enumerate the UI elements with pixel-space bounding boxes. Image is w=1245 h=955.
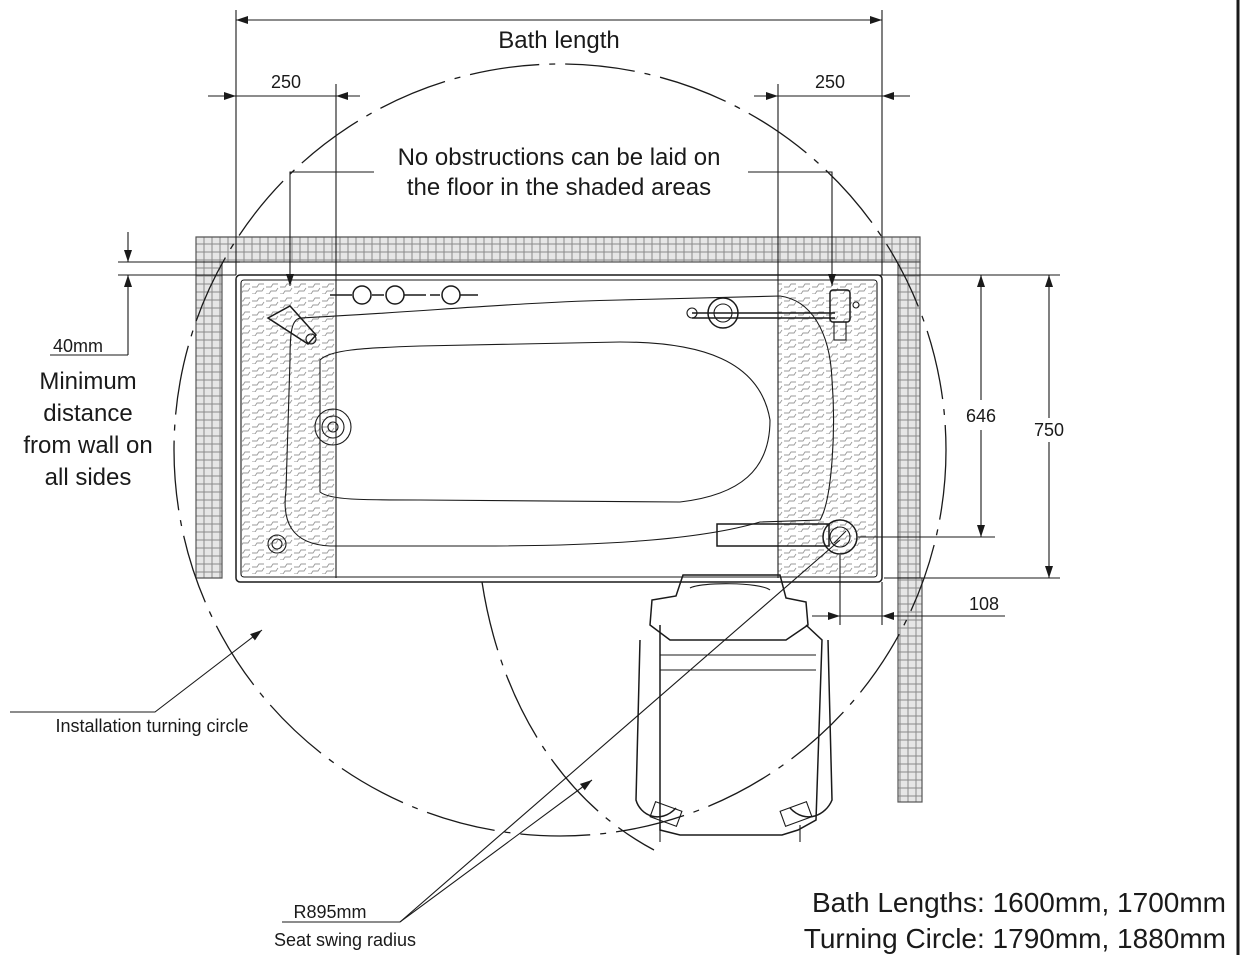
- spec-line-2: Turning Circle: 1790mm, 1880mm: [804, 923, 1226, 954]
- shower-rail-icon: [686, 289, 860, 341]
- inner-width-dimension: 646: [858, 274, 996, 538]
- wall-gap-desc-1: Minimum: [39, 368, 136, 395]
- bath-interior: [267, 295, 835, 554]
- wall-gap-dimension: 40mm Minimum distance from wall on all s…: [23, 232, 240, 491]
- right-clearance-label: 250: [815, 72, 845, 92]
- spec-line-1: Bath Lengths: 1600mm, 1700mm: [812, 887, 1226, 918]
- obstruction-note-line1: No obstructions can be laid on: [398, 144, 721, 171]
- shaded-clearance-zones: [242, 262, 876, 578]
- wall-gap-desc-2: distance: [43, 400, 132, 427]
- lever-handle-icon: [266, 305, 318, 345]
- seat-radius-label: R895mm: [293, 902, 366, 922]
- seat-swivel-icon: [716, 519, 858, 555]
- bath-length-label: Bath length: [498, 27, 619, 54]
- spec-block: Bath Lengths: 1600mm, 1700mm Turning Cir…: [804, 887, 1226, 954]
- wall-gap-desc-3: from wall on: [23, 432, 152, 459]
- tap-controls-icon: [330, 285, 478, 305]
- turning-circle: [173, 63, 947, 837]
- outer-width-label: 750: [1034, 420, 1064, 440]
- seat-radius-callout: R895mm Seat swing radius: [274, 539, 841, 950]
- wall-gap-desc-4: all sides: [45, 464, 132, 491]
- overflow-icon: [267, 534, 287, 554]
- turning-circle-callout: Installation turning circle: [10, 629, 263, 736]
- turning-circle-label: Installation turning circle: [55, 716, 248, 736]
- left-clearance-label: 250: [271, 72, 301, 92]
- wall-gap-label: 40mm: [53, 336, 103, 356]
- wall-hatching: [195, 236, 923, 803]
- drain-icon: [314, 408, 352, 446]
- outer-width-dimension: 750: [884, 274, 1064, 579]
- left-clearance-dimension: 250: [208, 72, 360, 262]
- seat-offset-label: 108: [969, 594, 999, 614]
- bath-outline: [235, 274, 883, 583]
- seat-offset-dimension: 108: [812, 555, 1005, 625]
- obstruction-note: No obstructions can be laid on the floor…: [286, 144, 836, 286]
- inner-width-label: 646: [966, 406, 996, 426]
- right-clearance-dimension: 250: [754, 72, 910, 262]
- obstruction-note-line2: the floor in the shaded areas: [407, 174, 711, 201]
- seat-swing-arc: [481, 581, 655, 851]
- chair-icon: [635, 574, 833, 842]
- seat-radius-desc: Seat swing radius: [274, 930, 416, 950]
- bath-length-dimension: Bath length: [235, 10, 883, 275]
